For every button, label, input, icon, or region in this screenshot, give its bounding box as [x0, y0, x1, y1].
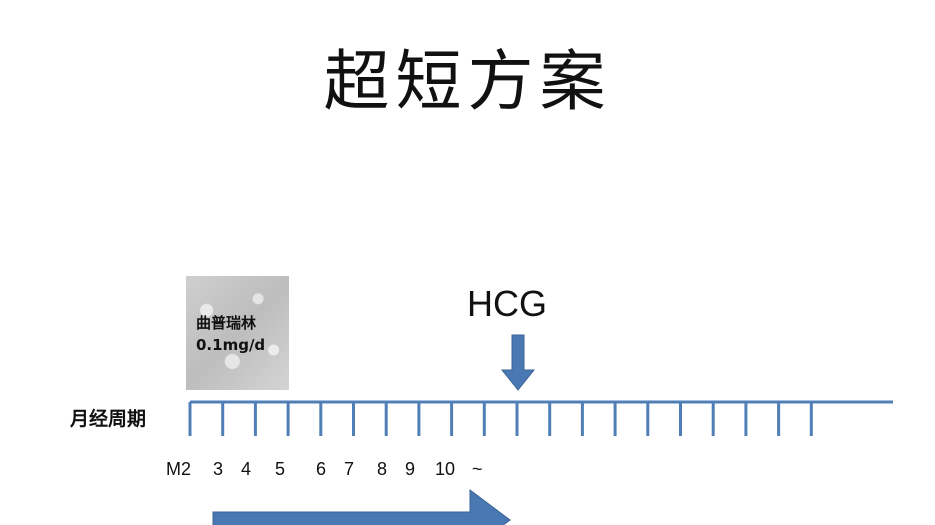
page-title: 超短方案: [323, 43, 612, 120]
day-label: 6: [316, 459, 327, 479]
hcg-arrow: [500, 334, 536, 391]
drug-label-box: 曲普瑞林 0.1mg/d: [186, 276, 289, 390]
day-label: 4: [241, 459, 252, 479]
day-label: 10: [435, 459, 456, 479]
timeline-ticks: [188, 402, 813, 436]
day-label: 5: [275, 459, 286, 479]
hcg-label: HCG: [467, 283, 547, 324]
day-label: 7: [344, 459, 355, 479]
menstrual-cycle-label: 月经周期: [70, 408, 147, 430]
day-label: ~: [472, 459, 483, 479]
day-label: M2: [166, 459, 192, 479]
treatment-arrow: [212, 489, 511, 525]
day-label: 3: [213, 459, 224, 479]
drug-name: 曲普瑞林: [196, 314, 257, 332]
day-label: 8: [377, 459, 388, 479]
drug-dose: 0.1mg/d: [196, 336, 266, 354]
day-label: 9: [405, 459, 416, 479]
